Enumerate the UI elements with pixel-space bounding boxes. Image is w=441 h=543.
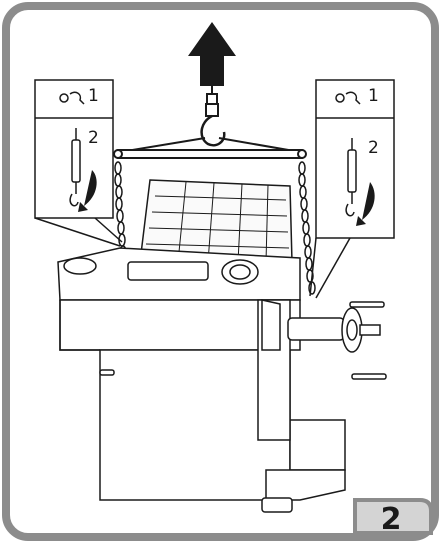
right-callout [309,79,395,299]
left-step-2-label: 2 [88,128,99,148]
right-step-2-label: 2 [368,138,379,158]
chain-icon [114,161,316,295]
shackle-icon [59,91,85,105]
shackle-icon [335,91,361,105]
figure-number: 2 [380,502,402,537]
lifting-hook-icon [119,86,301,153]
wheel-balancer-machine [57,179,387,513]
turnbuckle-icon [345,138,357,217]
turnbuckle-icon [69,128,81,207]
rotation-arrow-icon [78,170,97,212]
rotation-arrow-icon [356,182,375,226]
left-step-1-label: 1 [88,86,99,106]
figure-number-badge [353,498,433,535]
lifting-bar [113,149,307,159]
right-step-1-label: 1 [368,86,379,106]
up-arrow-icon [188,22,236,86]
left-callout [34,79,123,247]
